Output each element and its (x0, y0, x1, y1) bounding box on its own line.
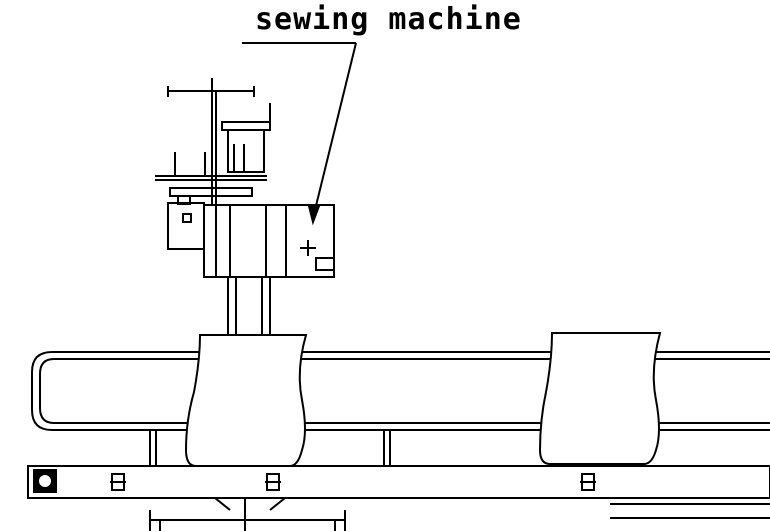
motor-housing (167, 195, 205, 250)
bolt-1 (110, 473, 126, 491)
base-bracket (149, 497, 770, 531)
thread-stand (155, 78, 271, 205)
callout-leader (242, 42, 357, 226)
base-beam (27, 465, 770, 499)
machine-column (227, 277, 271, 335)
garment-right (538, 332, 662, 465)
bolt-3 (580, 473, 596, 491)
garment-left (184, 334, 308, 467)
conveyor-rail (31, 351, 770, 466)
bolt-2 (265, 473, 281, 491)
callout-label: sewing machine (255, 2, 522, 37)
